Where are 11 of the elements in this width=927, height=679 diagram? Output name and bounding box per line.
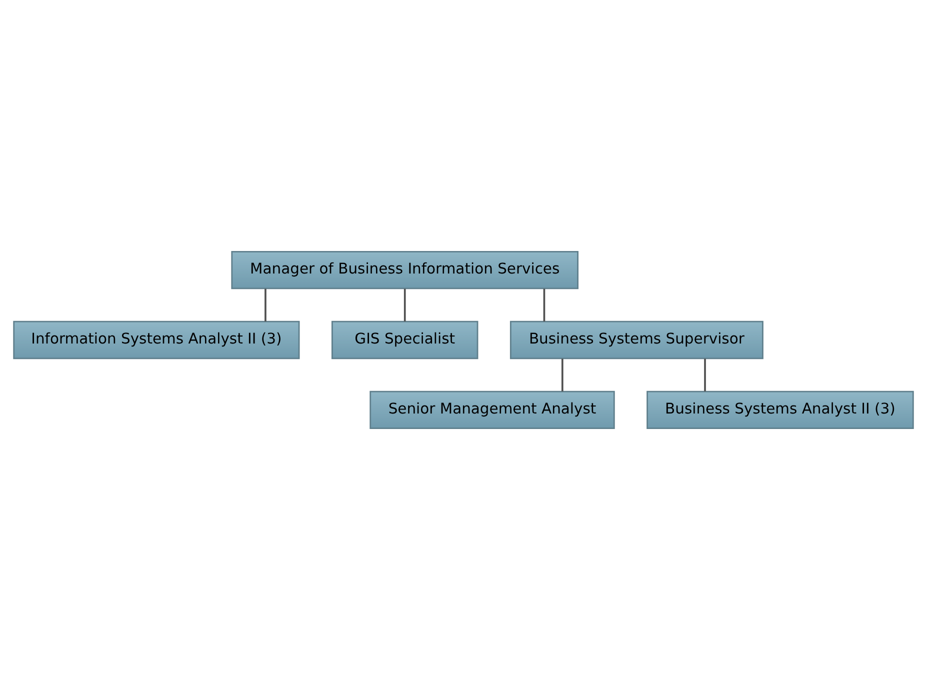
connector bbox=[561, 358, 564, 391]
node-box: Manager of Business Information Services bbox=[231, 250, 578, 289]
connector bbox=[704, 358, 706, 391]
connector bbox=[543, 288, 546, 321]
node-box: Information Systems Analyst II (3) bbox=[13, 320, 300, 359]
node-box: GIS Specialist bbox=[331, 320, 478, 359]
node-box: Business Systems Supervisor bbox=[510, 320, 764, 359]
connector bbox=[264, 288, 266, 321]
node-box: Business Systems Analyst II (3) bbox=[646, 390, 914, 428]
node-box: Senior Management Analyst bbox=[370, 390, 615, 428]
connector bbox=[404, 288, 406, 321]
